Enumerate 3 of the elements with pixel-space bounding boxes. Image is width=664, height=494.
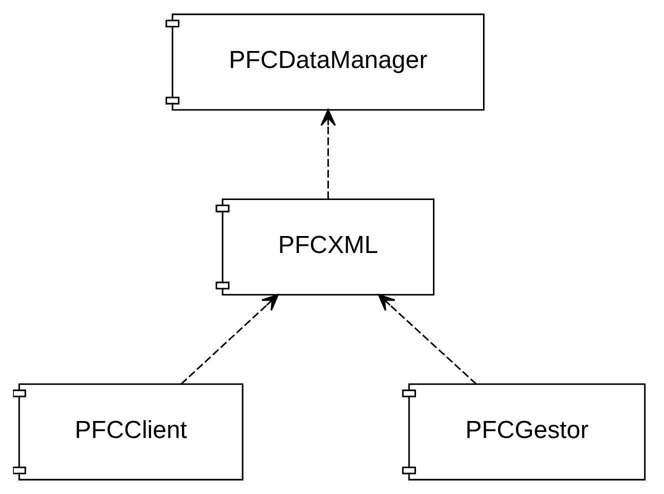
arrow — [378, 294, 477, 385]
arrow — [320, 109, 336, 200]
arrow — [180, 294, 279, 385]
